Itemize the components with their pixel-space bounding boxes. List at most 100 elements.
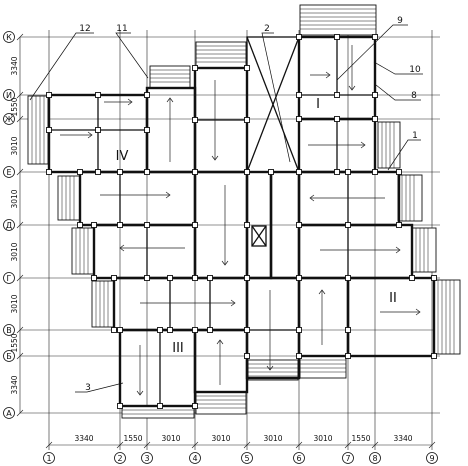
- column-axis-markers: 1 2 3 4 5 6 7 8 9: [43, 452, 438, 464]
- row-label: И: [6, 91, 12, 100]
- column-marker: [296, 327, 302, 333]
- dim-label: 3010: [313, 434, 332, 443]
- dim-label: 1550: [10, 333, 19, 352]
- col-marker-2: 2: [114, 452, 126, 464]
- dim-label: 1550: [123, 434, 142, 443]
- callout-11: 11: [116, 24, 127, 34]
- hatch-block-bottom-3: [121, 405, 195, 419]
- column-marker: [117, 169, 123, 175]
- row-marker-zh: Ж: [3, 113, 15, 125]
- column-marker: [77, 222, 83, 228]
- col-marker-3: 3: [141, 452, 153, 464]
- col-label: 5: [244, 454, 249, 463]
- dim-label: 3010: [263, 434, 282, 443]
- col-label: 7: [345, 454, 350, 463]
- hatch-block-bottom-4: [195, 391, 247, 415]
- column-marker: [46, 127, 52, 133]
- column-marker: [345, 275, 351, 281]
- column-marker: [334, 169, 340, 175]
- row-label: Е: [6, 168, 11, 177]
- direction-arrows: [60, 45, 421, 396]
- column-marker: [431, 275, 437, 281]
- left-dimension-chain: 3340 1550 3010 3010 3010 3010 1550 3340: [10, 33, 24, 417]
- column-marker: [244, 169, 250, 175]
- column-marker: [192, 222, 198, 228]
- callout-2: 2: [264, 24, 270, 34]
- callout-3: 3: [85, 383, 91, 393]
- row-label: Ж: [5, 115, 14, 124]
- row-marker-v: В: [3, 324, 15, 336]
- column-marker: [345, 222, 351, 228]
- column-marker: [95, 169, 101, 175]
- column-marker: [192, 403, 198, 409]
- column-marker: [372, 34, 378, 40]
- column-marker: [111, 327, 117, 333]
- col-marker-8: 8: [369, 452, 381, 464]
- col-marker-5: 5: [241, 452, 253, 464]
- column-marker: [91, 275, 97, 281]
- row-marker-g: Г: [3, 272, 15, 284]
- dim-label: 3340: [74, 434, 93, 443]
- row-marker-k: К: [3, 31, 15, 43]
- column-marker: [46, 92, 52, 98]
- row-marker-e: Е: [3, 166, 15, 178]
- column-marker: [91, 222, 97, 228]
- column-marker: [117, 222, 123, 228]
- dim-label: 3010: [10, 136, 19, 155]
- row-marker-d: Д: [3, 219, 15, 231]
- column-marker: [157, 327, 163, 333]
- row-label: Б: [6, 352, 12, 361]
- column-marker: [117, 403, 123, 409]
- column-marker: [296, 116, 302, 122]
- dim-label: 3340: [10, 56, 19, 75]
- dim-label: 3340: [393, 434, 412, 443]
- section-label-3: III: [172, 341, 184, 356]
- col-marker-1: 1: [43, 452, 55, 464]
- col-label: 1: [46, 454, 51, 463]
- column-marker: [207, 275, 213, 281]
- column-marker: [409, 275, 415, 281]
- dim-label: 3010: [161, 434, 180, 443]
- hatch-block-bottom-6: [299, 355, 347, 379]
- column-marker: [111, 275, 117, 281]
- callout-9: 9: [397, 16, 403, 26]
- dim-label: 3340: [10, 375, 19, 394]
- col-marker-4: 4: [189, 452, 201, 464]
- column-marker: [167, 275, 173, 281]
- dim-label: 1550: [10, 97, 19, 116]
- column-marker: [192, 327, 198, 333]
- column-marker: [144, 275, 150, 281]
- column-marker: [244, 65, 250, 71]
- column-marker: [334, 116, 340, 122]
- callout-8: 8: [411, 91, 417, 101]
- dim-label: 3010: [10, 242, 19, 261]
- section-labels: I II III IV: [116, 97, 397, 356]
- hatch-block-top-6-7: [299, 4, 377, 36]
- callout-1: 1: [412, 131, 418, 141]
- column-marker: [244, 353, 250, 359]
- column-marker: [345, 169, 351, 175]
- column-marker: [296, 34, 302, 40]
- column-marker: [117, 327, 123, 333]
- column-marker: [144, 169, 150, 175]
- column-marker: [372, 92, 378, 98]
- section-label-1: I: [316, 97, 320, 112]
- column-marker: [144, 127, 150, 133]
- column-marker: [334, 34, 340, 40]
- hatch-block-right-4: [433, 279, 461, 355]
- column-marker: [192, 169, 198, 175]
- dim-label: 3010: [10, 294, 19, 313]
- col-label: 6: [296, 454, 301, 463]
- hatch-block-left-3: [71, 227, 95, 275]
- column-marker: [296, 275, 302, 281]
- dim-label: 1550: [351, 434, 370, 443]
- column-marker: [431, 353, 437, 359]
- col-label: 4: [192, 454, 197, 463]
- row-marker-i: И: [3, 89, 15, 101]
- col-marker-6: 6: [293, 452, 305, 464]
- row-label: В: [6, 326, 12, 335]
- column-marker: [95, 92, 101, 98]
- col-label: 9: [429, 454, 434, 463]
- column-marker: [296, 222, 302, 228]
